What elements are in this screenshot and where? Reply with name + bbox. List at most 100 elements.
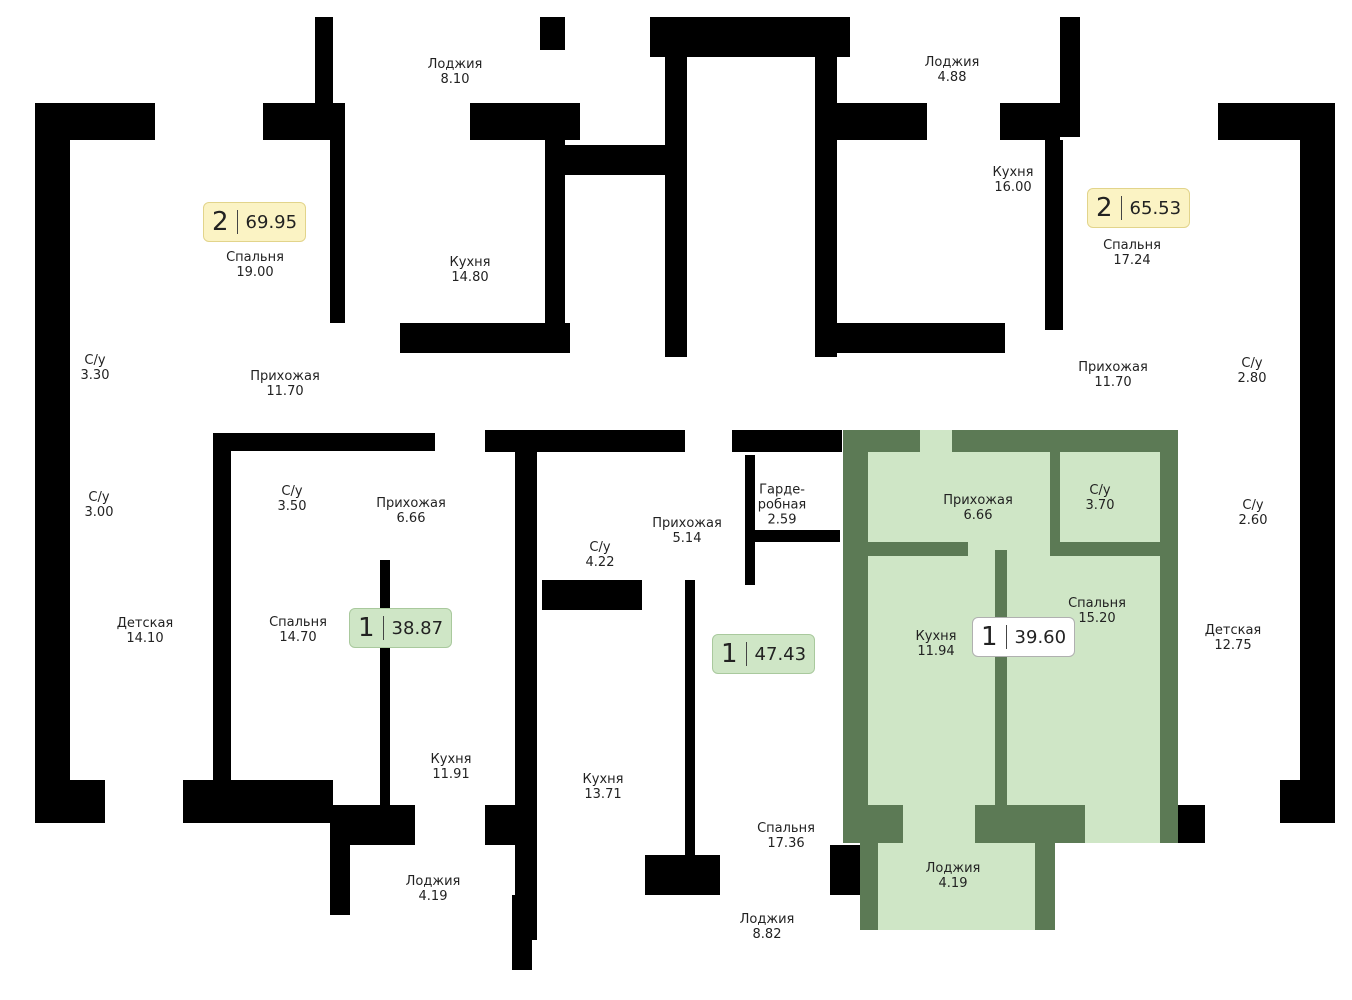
room-name: Лоджия	[925, 861, 981, 876]
room-name: Прихожая	[1078, 360, 1148, 375]
room-area: 12.75	[1214, 638, 1252, 653]
room-name: С/у	[1241, 356, 1263, 371]
room-name: Лоджия	[405, 874, 461, 889]
room-area: 11.70	[1094, 375, 1132, 390]
room-name: Кухня	[582, 772, 624, 787]
room-name: С/у	[84, 353, 106, 368]
apartment-rooms: 1	[358, 615, 384, 641]
room-name: Кухня	[992, 165, 1034, 180]
room-area: 15.20	[1078, 611, 1116, 626]
room-area: 4.19	[418, 889, 448, 904]
room-area: 6.66	[396, 511, 426, 526]
room-name: С/у	[88, 490, 110, 505]
black-walls	[35, 17, 1335, 970]
apartment-rooms: 1	[981, 624, 1007, 650]
room-name: Лоджия	[739, 912, 795, 927]
room-name: робная	[757, 497, 807, 513]
apartment-area: 39.60	[1014, 626, 1067, 648]
room-area: 3.00	[84, 505, 114, 520]
room-area: 11.91	[432, 767, 470, 782]
apartment-rooms: 2	[1096, 195, 1122, 221]
room-area: 3.70	[1085, 498, 1115, 513]
room-name: С/у	[281, 484, 303, 499]
room-area: 8.82	[752, 927, 782, 942]
room-name: Кухня	[449, 255, 491, 270]
room-area: 4.19	[938, 876, 968, 891]
room-name: С/у	[1242, 498, 1264, 513]
apartment-area: 38.87	[391, 617, 444, 639]
room-name: Спальня	[226, 250, 284, 265]
room-name: Кухня	[915, 629, 957, 644]
room-area: 2.60	[1238, 513, 1268, 528]
room-name: Детская	[116, 616, 174, 631]
room-name: Прихожая	[943, 493, 1013, 508]
room-area: 16.00	[994, 180, 1032, 195]
room-area: 3.30	[80, 368, 110, 383]
room-area: 11.70	[266, 384, 304, 399]
room-area: 17.24	[1113, 253, 1151, 268]
room-area: 2.59	[767, 512, 797, 528]
room-area: 14.10	[126, 631, 164, 646]
room-area: 2.80	[1237, 371, 1267, 386]
room-area: 17.36	[767, 836, 805, 851]
room-name: Кухня	[430, 752, 472, 767]
room-area: 14.80	[451, 270, 489, 285]
room-name: Спальня	[757, 821, 815, 836]
room-name: Лоджия	[427, 57, 483, 72]
room-name: С/у	[589, 540, 611, 555]
room-name: С/у	[1089, 483, 1111, 498]
apartment-area: 47.43	[754, 643, 807, 665]
room-area: 6.66	[963, 508, 993, 523]
room-area: 11.94	[917, 644, 955, 659]
apartment-rooms: 2	[212, 209, 238, 235]
room-area: 19.00	[236, 265, 274, 280]
room-name: Спальня	[1103, 238, 1161, 253]
room-area: 5.14	[672, 531, 702, 546]
room-area: 8.10	[440, 72, 470, 87]
room-name: Лоджия	[924, 55, 980, 70]
room-area: 3.50	[277, 499, 307, 514]
apartment-rooms: 1	[721, 641, 747, 667]
room-name: Спальня	[1068, 596, 1126, 611]
room-name: Спальня	[269, 615, 327, 630]
room-area: 13.71	[584, 787, 622, 802]
apartment-area: 65.53	[1129, 197, 1182, 219]
room-area: 4.88	[937, 70, 967, 85]
room-area: 14.70	[279, 630, 317, 645]
